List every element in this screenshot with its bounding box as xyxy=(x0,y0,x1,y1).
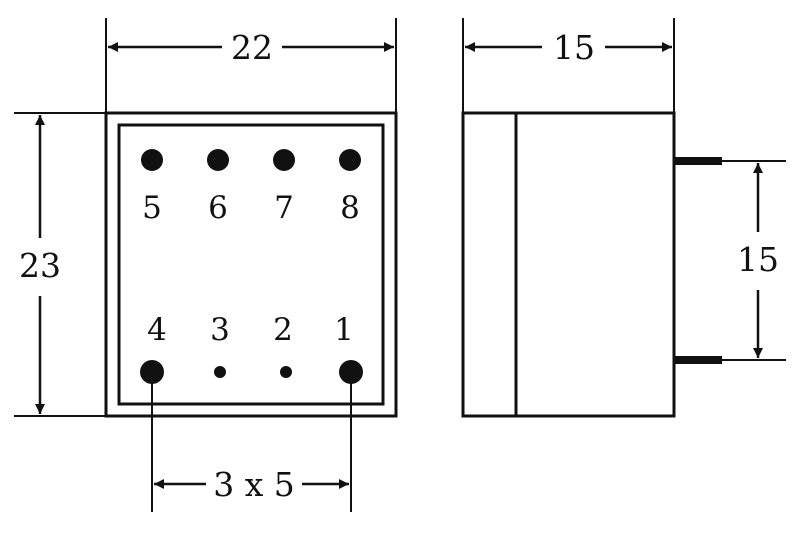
pin-label-6: 6 xyxy=(208,190,228,226)
pin-label-3: 3 xyxy=(210,312,230,348)
height-dimension: 23 xyxy=(14,112,106,417)
pin-7-dot xyxy=(273,149,295,171)
depth-label: 15 xyxy=(553,28,595,67)
pin-3-dot xyxy=(214,366,226,378)
pin-8-dot xyxy=(339,149,361,171)
depth-dimension: 15 xyxy=(462,18,675,113)
pin-row-spacing-label: 15 xyxy=(737,240,779,279)
width-dimension: 22 xyxy=(105,18,397,113)
pin-5-dot xyxy=(141,149,163,171)
front-outer-outline xyxy=(104,111,398,418)
pin-label-8: 8 xyxy=(340,190,360,226)
pin-label-2: 2 xyxy=(273,312,293,348)
front-view: 5 6 7 8 4 3 2 1 xyxy=(104,111,398,418)
pin-label-5: 5 xyxy=(142,190,162,226)
side-body-outline xyxy=(461,111,676,418)
side-view xyxy=(461,111,722,418)
pin-4-dot xyxy=(140,360,164,384)
front-inner-outline xyxy=(117,123,385,406)
pin-2-dot xyxy=(280,366,292,378)
pin-label-7: 7 xyxy=(274,190,294,226)
pin-label-1: 1 xyxy=(334,312,354,348)
pin-row-spacing-dimension: 15 xyxy=(722,160,786,361)
side-pin-top xyxy=(674,157,722,165)
pin-label-4: 4 xyxy=(147,312,167,348)
side-pin-bottom xyxy=(674,356,722,364)
width-label: 22 xyxy=(231,28,273,67)
pin-pitch-dimension: 3 x 5 xyxy=(151,380,352,512)
pin-1-dot xyxy=(339,360,363,384)
height-label: 23 xyxy=(19,246,61,285)
pin-6-dot xyxy=(207,149,229,171)
pin-pitch-label: 3 x 5 xyxy=(213,465,295,504)
